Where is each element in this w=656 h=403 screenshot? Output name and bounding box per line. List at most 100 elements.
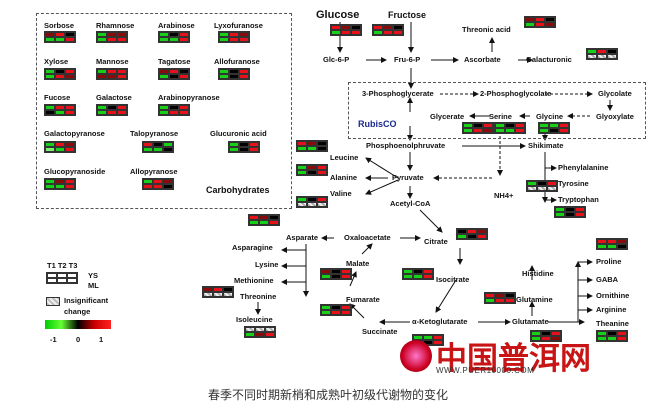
legend-change: change xyxy=(64,307,91,316)
heatmap-row-ml xyxy=(45,37,75,42)
heatmap-row-ys xyxy=(527,181,557,186)
histidine-label: Histidine xyxy=(522,269,554,278)
heatmap-cell xyxy=(433,340,443,345)
heatmap-cell xyxy=(45,37,55,42)
heatmap-row-ys xyxy=(321,305,351,310)
heatmap-cell xyxy=(505,293,515,298)
methionine-label: Methionine xyxy=(234,276,274,285)
heatmap-cell xyxy=(229,74,239,79)
heatmap-cell xyxy=(341,25,351,30)
legend-zero: 0 xyxy=(76,335,81,344)
heatmap-cell xyxy=(97,74,107,79)
threonic-acid-label: Threonic acid xyxy=(462,25,511,34)
heatmap-cell xyxy=(169,105,179,110)
heatmap-cell xyxy=(413,269,423,274)
heatmap-cell xyxy=(307,197,317,202)
mannose-label: Mannose xyxy=(96,57,129,66)
heatmap-row-ml xyxy=(555,212,585,217)
heatmap-cell xyxy=(463,123,473,128)
fucose-label: Fucose xyxy=(44,93,71,102)
heatmap-cell xyxy=(617,336,627,341)
heatmap-cell xyxy=(153,184,163,189)
heatmap-cell xyxy=(463,128,473,133)
citrate-label: Citrate xyxy=(424,237,448,246)
heatmap-cell xyxy=(485,298,495,303)
galactose-label: Galactose xyxy=(96,93,132,102)
glucose-label: Glucose xyxy=(316,9,360,21)
heatmap-cell xyxy=(341,30,351,35)
heatmap-cell xyxy=(433,335,443,340)
heatmap-cell xyxy=(117,37,127,42)
heatmap-glycerate xyxy=(462,122,494,134)
fumarate-label: Fumarate xyxy=(346,295,380,304)
heatmap-galactose xyxy=(96,104,128,116)
heatmap-cell xyxy=(617,331,627,336)
heatmap-cell xyxy=(317,170,327,175)
heatmap-cell xyxy=(97,110,107,115)
heatmap-cell xyxy=(143,179,153,184)
heatmap-cell xyxy=(65,69,75,74)
heatmap-cell xyxy=(373,30,383,35)
heatmap-cell xyxy=(307,165,317,170)
heatmap-cell xyxy=(549,128,559,133)
heatmap-cell xyxy=(317,141,327,146)
heatmap-row-ys xyxy=(597,331,627,336)
glycine-label: Glycine xyxy=(536,112,564,121)
heatmap-cell xyxy=(55,105,65,110)
heatmap-row-ys xyxy=(45,32,75,37)
heatmap-arabinose xyxy=(158,31,190,43)
heatmap-glucopyranoside xyxy=(44,178,76,190)
heatmap-row-ys xyxy=(555,207,585,212)
heatmap-cell xyxy=(249,142,259,147)
oxaloacetate-label: Oxaloacetate xyxy=(344,233,391,242)
heatmap-fructose xyxy=(372,24,404,36)
heatmap-cell xyxy=(541,331,551,336)
heatmap-cell xyxy=(597,54,607,59)
heatmap-cell xyxy=(307,141,317,146)
heatmap-cell xyxy=(259,215,269,220)
heatmap-cell xyxy=(97,32,107,37)
heatmap-cell xyxy=(107,69,117,74)
heatmap-cell xyxy=(537,181,547,186)
heatmap-talopyranose xyxy=(142,141,174,153)
heatmap-cell xyxy=(597,49,607,54)
heatmap-row-ml xyxy=(249,220,279,225)
heatmap-cell xyxy=(65,37,75,42)
heatmap-row-ml xyxy=(159,74,189,79)
heatmap-cell xyxy=(55,142,65,147)
heatmap-cell xyxy=(403,274,413,279)
heatmap-cell xyxy=(179,69,189,74)
heatmap-cell xyxy=(373,25,383,30)
heatmap-row-ys xyxy=(495,123,525,128)
heatmap-row-ml xyxy=(229,147,259,152)
heatmap-cell xyxy=(245,332,255,337)
heatmap-cell xyxy=(269,220,279,225)
heatmap-cell xyxy=(341,274,351,279)
heatmap-cell xyxy=(351,30,361,35)
heatmap-cell xyxy=(229,147,239,152)
heatmap-cell xyxy=(297,197,307,202)
heatmap-cell xyxy=(45,105,55,110)
heatmap-cell xyxy=(549,123,559,128)
heatmap-cell xyxy=(163,142,173,147)
heatmap-cell xyxy=(55,179,65,184)
heatmap-malate xyxy=(320,268,352,280)
isoleucine-label: Isoleucine xyxy=(236,315,273,324)
heatmap-cell xyxy=(617,244,627,249)
arginine-label: Arginine xyxy=(596,305,627,314)
heatmap-row-ml xyxy=(373,30,403,35)
heatmap-cell xyxy=(331,305,341,310)
heatmap-cell xyxy=(483,123,493,128)
allopyranose-label: Allopyranose xyxy=(130,167,178,176)
heatmap-row-ys xyxy=(587,49,617,54)
heatmap-row-ys xyxy=(463,123,493,128)
heatmap-row-ys xyxy=(229,142,259,147)
heatmap-row-ml xyxy=(203,292,233,297)
heatmap-cell xyxy=(117,105,127,110)
heatmap-cell xyxy=(45,110,55,115)
nh4-label: NH4+ xyxy=(494,191,514,200)
heatmap-row-ml xyxy=(97,74,127,79)
heatmap-glutamine xyxy=(484,292,516,304)
heatmap-cell xyxy=(55,32,65,37)
